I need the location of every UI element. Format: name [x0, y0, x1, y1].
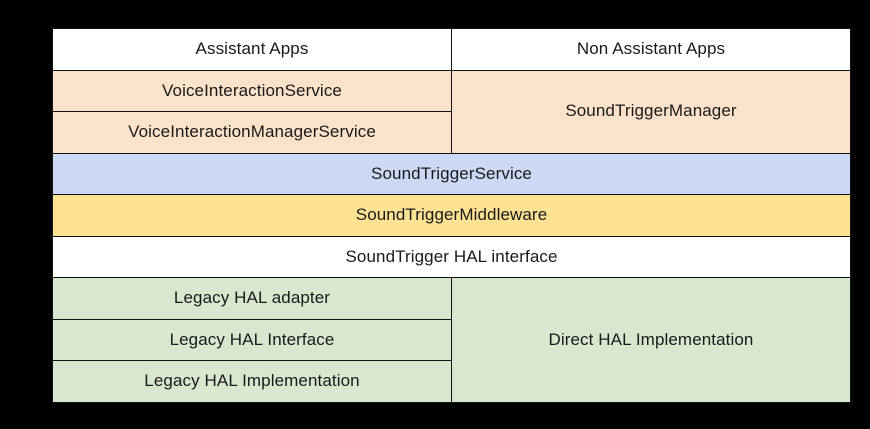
legacy-hal-implementation-row: Legacy HAL Implementation	[52, 360, 851, 403]
sound-trigger-hal-interface-row: SoundTrigger HAL interface	[52, 235, 851, 279]
column-header-non-assistant-apps: Non Assistant Apps	[451, 28, 851, 71]
layer-cell-direct-hal-implementation: Direct HAL Implementation	[451, 277, 851, 403]
sound-trigger-middleware-row: SoundTriggerMiddleware	[52, 194, 851, 237]
layer-cell-legacy-hal-interface: Legacy HAL Interface	[52, 318, 452, 362]
sound-trigger-service-row: SoundTriggerService	[52, 152, 851, 196]
layer-cell-voiceinteractionservice: VoiceInteractionService	[52, 69, 452, 113]
layer-cell-legacy-hal-adapter: Legacy HAL adapter	[52, 277, 452, 320]
legacy-hal-interface-row: Legacy HAL Interface	[52, 318, 851, 362]
layer-cell-voiceinteractionmanagerservice: VoiceInteractionManagerService	[52, 111, 452, 154]
layer-cell-legacy-hal-implementation: Legacy HAL Implementation	[52, 360, 452, 403]
layer-cell-soundtriggermanager: SoundTriggerManager	[451, 69, 851, 154]
layer-cell-soundtrigger-hal-interface: SoundTrigger HAL interface	[52, 235, 851, 279]
voice-interaction-manager-service-row: VoiceInteractionManagerService	[52, 111, 851, 154]
layer-cell-soundtriggerservice: SoundTriggerService	[52, 152, 851, 196]
column-header-assistant-apps: Assistant Apps	[52, 28, 452, 71]
layer-cell-soundtriggermiddleware: SoundTriggerMiddleware	[52, 194, 851, 237]
